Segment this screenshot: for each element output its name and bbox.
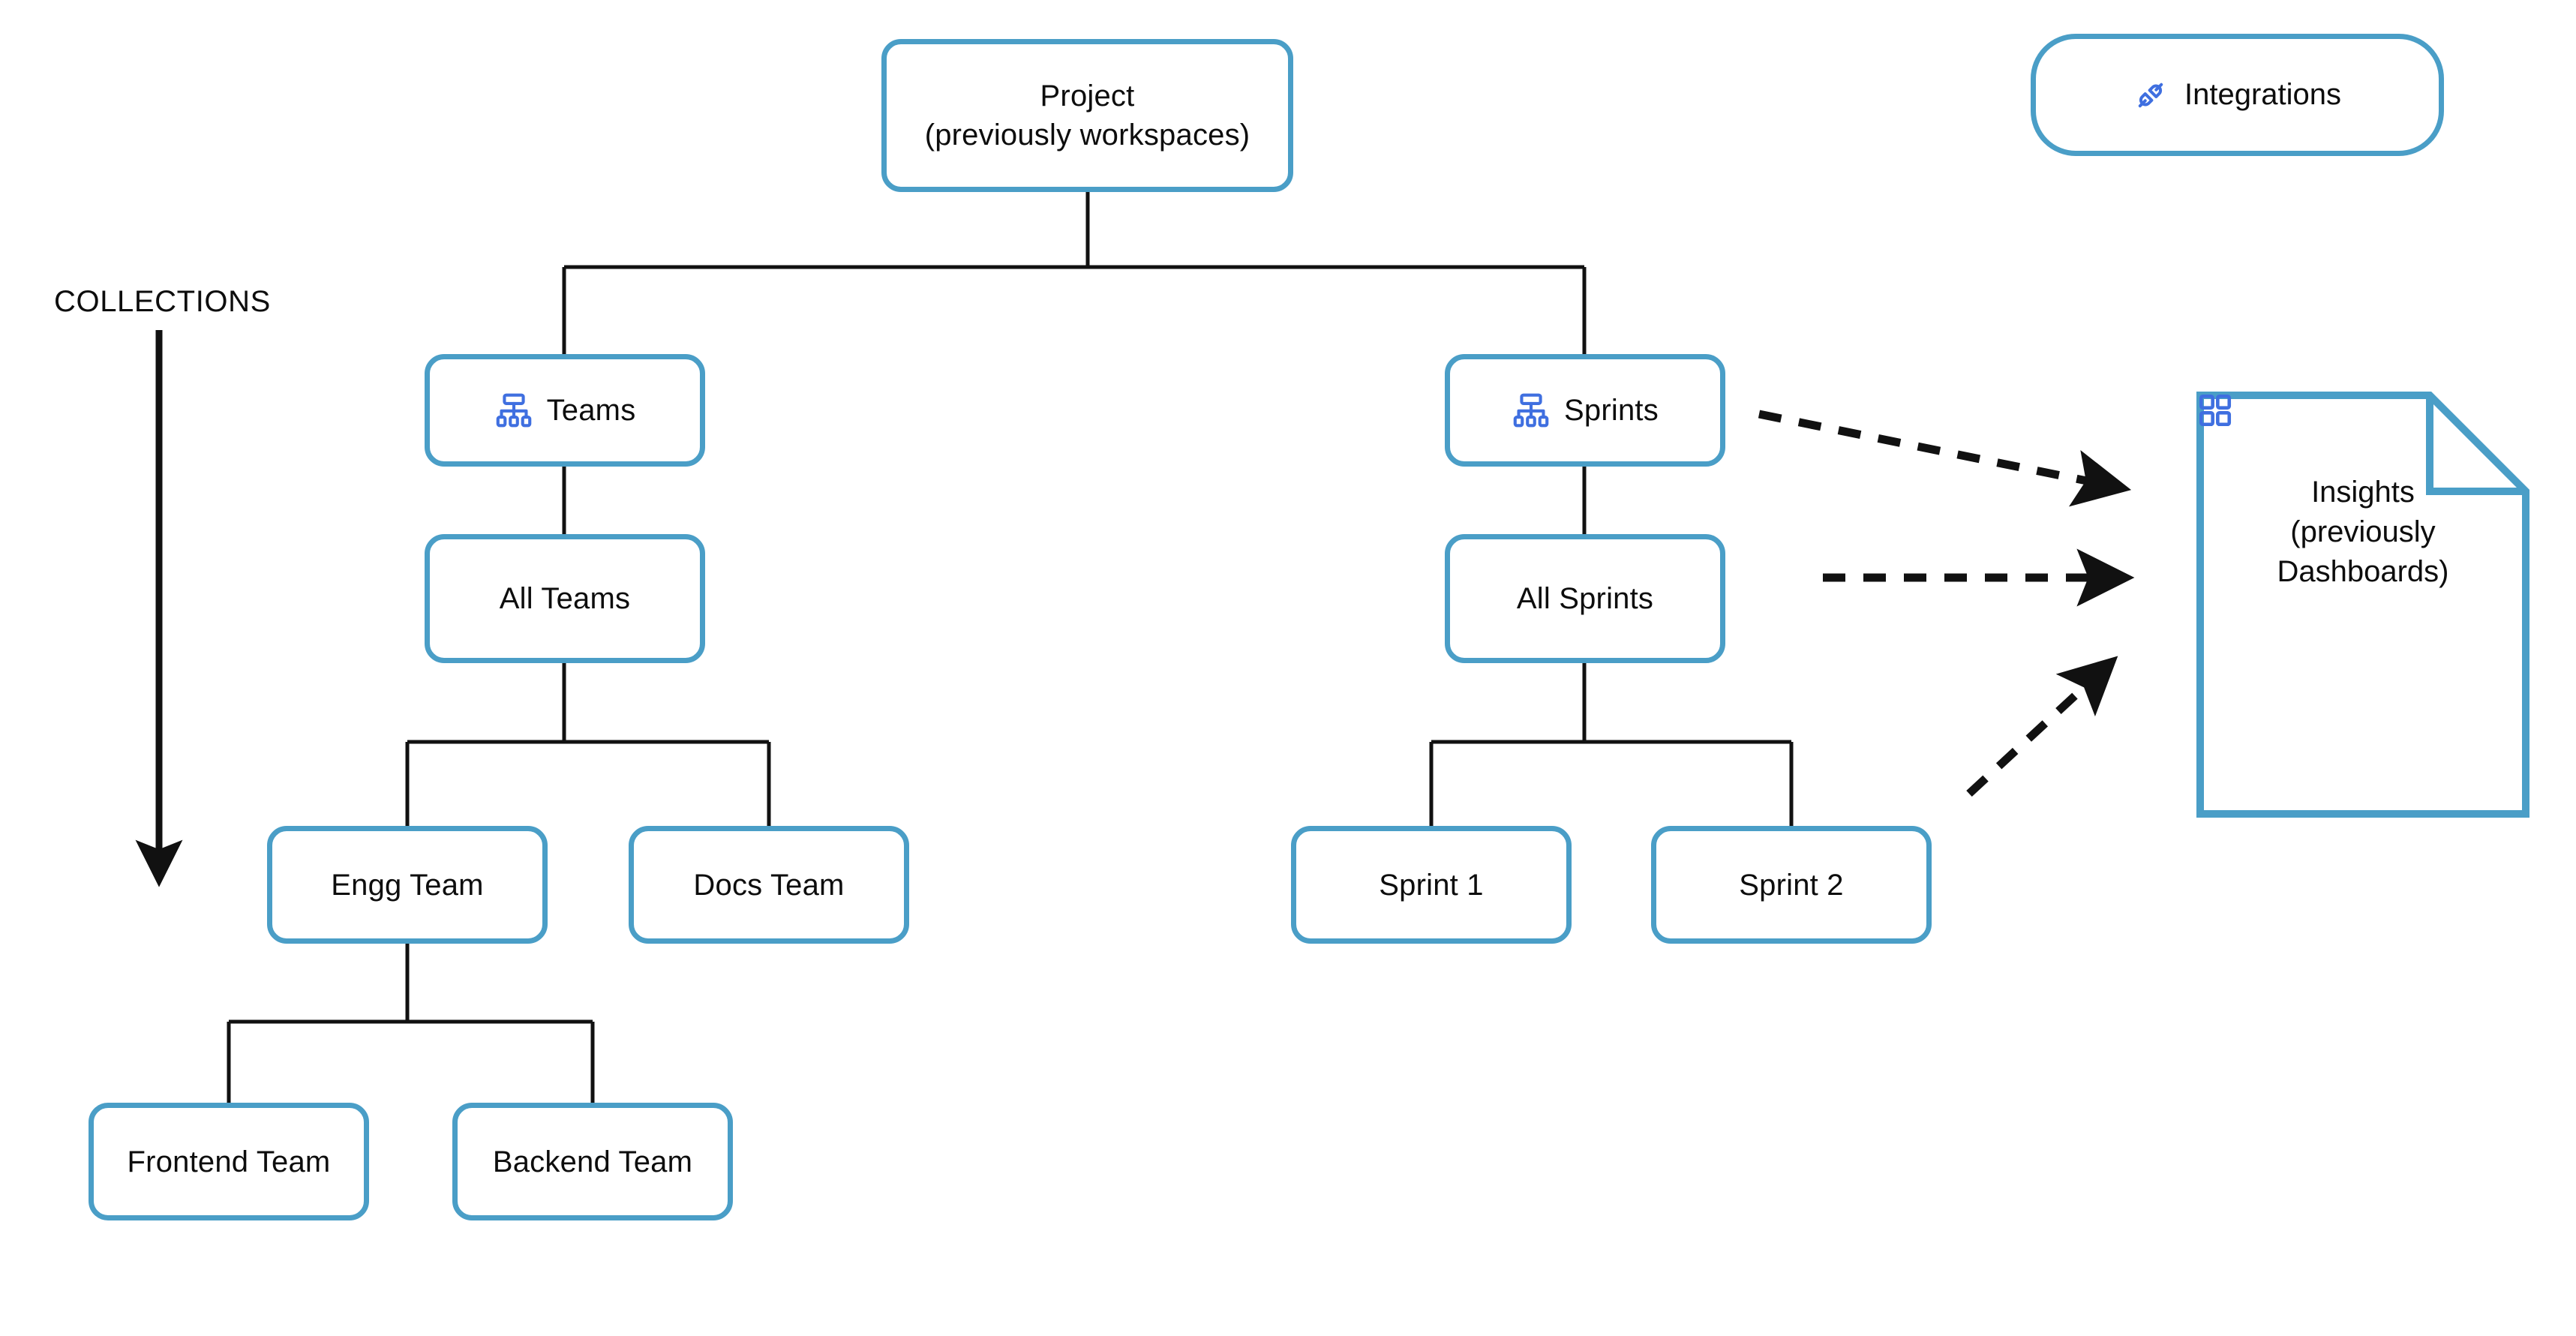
node-all-sprints-label: All Sprints (1516, 582, 1654, 615)
collections-caption: COLLECTIONS (54, 285, 271, 318)
node-teams-label: Teams (546, 394, 636, 427)
pill-integrations[interactable]: Integrations (2031, 34, 2444, 156)
node-sprint-2[interactable]: Sprint 2 (1651, 826, 1932, 944)
node-backend-team-label: Backend Team (492, 1145, 693, 1178)
node-sprint-1-label: Sprint 1 (1379, 868, 1484, 902)
edge-sprints-to-insights (1758, 410, 2132, 507)
node-sprints-label: Sprints (1564, 394, 1659, 427)
node-docs-team-label: Docs Team (693, 868, 845, 902)
node-all-teams[interactable]: All Teams (425, 534, 705, 663)
node-engg-team-label: Engg Team (331, 868, 484, 902)
edge-sprint2-to-insights (1966, 656, 2118, 797)
node-sprints[interactable]: Sprints (1445, 354, 1725, 467)
org-chart-icon (494, 391, 533, 430)
node-backend-team[interactable]: Backend Team (452, 1103, 733, 1220)
node-sprint-1[interactable]: Sprint 1 (1291, 826, 1572, 944)
node-docs-team[interactable]: Docs Team (629, 826, 909, 944)
plug-connector-icon (2133, 78, 2168, 113)
node-frontend-team-label: Frontend Team (127, 1145, 331, 1178)
node-all-teams-label: All Teams (499, 582, 631, 615)
node-insights[interactable]: Insights (previously Dashboards) (2196, 392, 2529, 818)
node-project[interactable]: Project (previously workspaces) (881, 39, 1293, 192)
node-project-label: Project (previously workspaces) (924, 80, 1250, 152)
node-insights-label: Insights (previously Dashboards) (2277, 476, 2449, 588)
node-all-sprints[interactable]: All Sprints (1445, 534, 1725, 663)
org-chart-icon (1512, 391, 1551, 430)
node-teams[interactable]: Teams (425, 354, 705, 467)
pill-integrations-label: Integrations (2184, 78, 2342, 111)
node-engg-team[interactable]: Engg Team (267, 826, 548, 944)
node-sprint-2-label: Sprint 2 (1739, 868, 1844, 902)
node-frontend-team[interactable]: Frontend Team (89, 1103, 369, 1220)
